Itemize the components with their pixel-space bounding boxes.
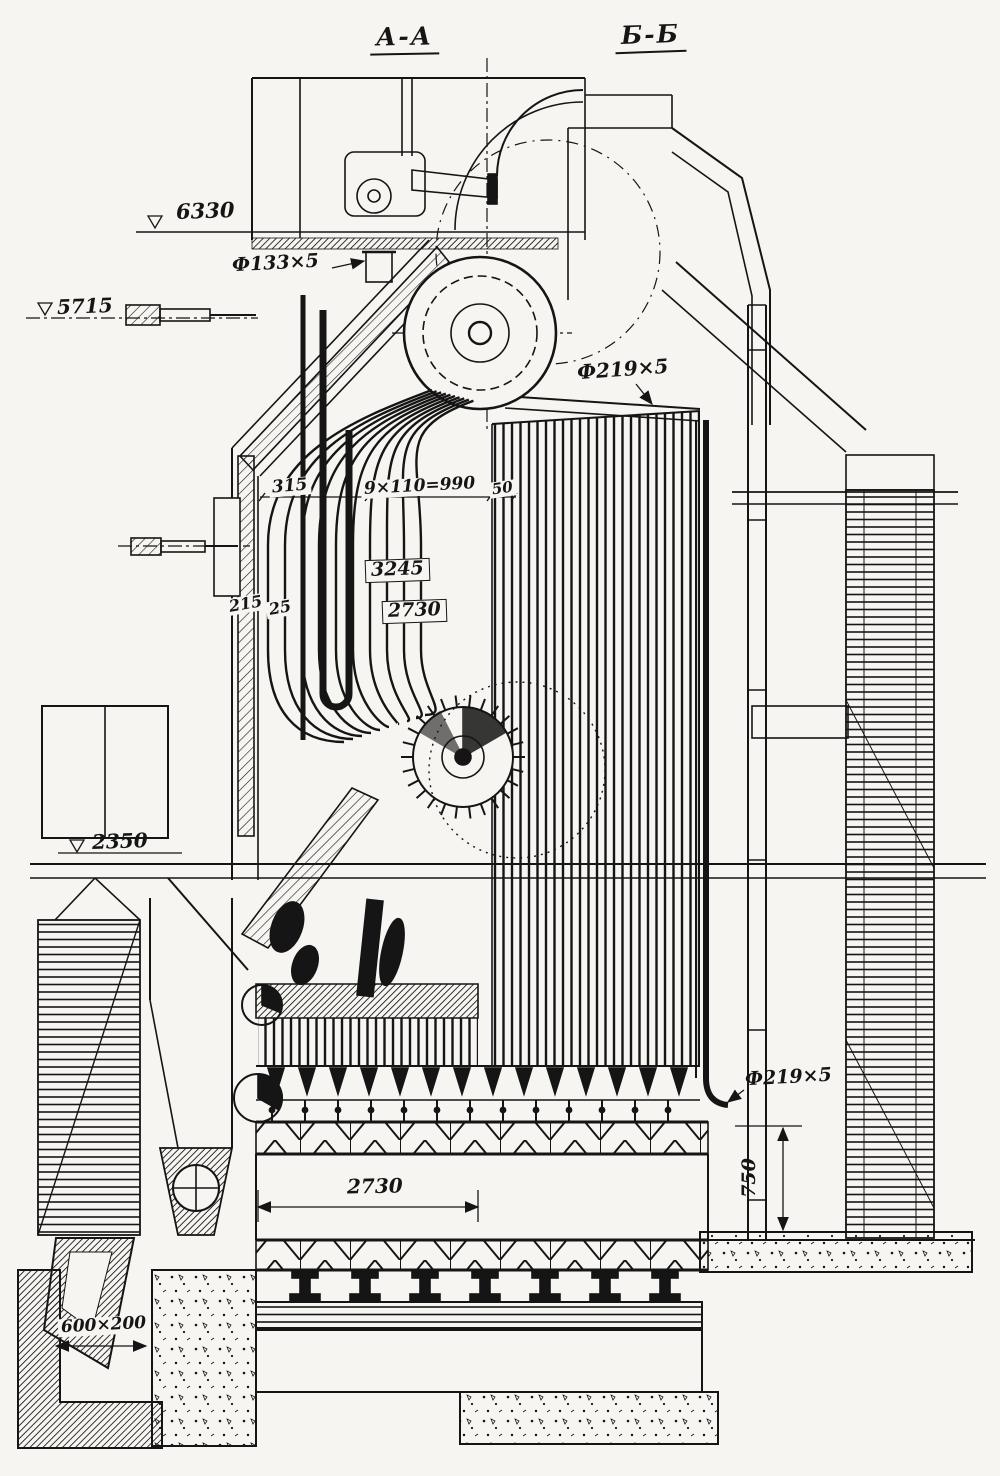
downcomer-tubes (300, 295, 353, 740)
steam-drum (362, 250, 558, 411)
dim-2730-bottom: 2730 (346, 1173, 403, 1199)
dim-3245: 3245 (364, 557, 431, 584)
section-label-a-a: А-А (369, 22, 440, 56)
dim-50: 50 (488, 478, 517, 499)
section-bb-upper (435, 89, 867, 453)
support-beams (255, 1100, 709, 1393)
fuel-feeder (233, 787, 405, 1123)
section-label-b-b: Б-Б (614, 19, 687, 55)
furnace-enclosure (213, 239, 701, 880)
left-pipes (125, 304, 256, 556)
grate-zone (255, 983, 700, 1101)
elevation-6330: 6330 (175, 196, 235, 225)
foundations (17, 1231, 973, 1449)
top-housing (136, 77, 586, 250)
dim-315: 315 (268, 474, 312, 498)
left-midworks (30, 705, 986, 1370)
dim-750: 750 (737, 1158, 760, 1198)
elevation-5715: 5715 (56, 293, 114, 319)
fan-wheel (401, 681, 606, 859)
elevation-2350: 2350 (91, 828, 149, 854)
dim-2730-mid: 2730 (381, 598, 448, 625)
rear-tube-bank (491, 410, 729, 1108)
